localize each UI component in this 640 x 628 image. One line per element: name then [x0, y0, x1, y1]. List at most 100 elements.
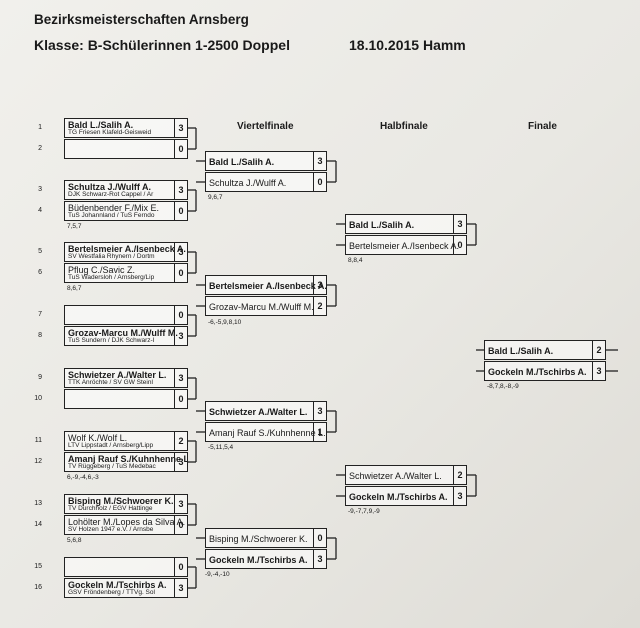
r1-entry-16-score: 3: [174, 579, 187, 597]
date-place: 18.10.2015 Hamm: [349, 37, 466, 53]
seed-number: 1: [38, 124, 42, 131]
r1-entry-11: Wolf K./Wolf L.LTV Lippstadt / Arnsberg/…: [64, 431, 188, 451]
r1-entry-15-score: 0: [174, 558, 187, 576]
qf-entry-1-name: Bald L./Salih A.: [209, 156, 275, 167]
round-header-semifinal: Halbfinale: [380, 121, 428, 132]
r1-entry-2-score: 0: [174, 140, 187, 158]
seed-number: 7: [38, 311, 42, 318]
r1-entry-6-name: Pflug C./Savic Z.: [68, 265, 136, 275]
r1-entry-11-club: LTV Lippstadt / Arnsberg/Lipp: [68, 442, 154, 449]
final-entry-2-name: Gockeln M./Tschirbs A.: [488, 366, 587, 377]
sf-entry-2-name: Bertelsmeier A./Isenbeck A.: [349, 240, 460, 251]
r1-result: 5,6,8: [67, 537, 82, 544]
sf-entry-4-score: 3: [453, 487, 466, 505]
seed-number: 2: [38, 145, 42, 152]
qf-entry-2-name: Schultza J./Wulff A.: [209, 177, 287, 188]
r1-entry-10-score: 0: [174, 390, 187, 408]
r1-entry-14-club: SV Holzen 1947 e.V. / Arnsbe: [68, 526, 154, 533]
r1-entry-3-name: Schultza J./Wulff A.: [68, 182, 152, 192]
r1-entry-6: Pflug C./Savic Z.TuS Wadersloh / Arnsber…: [64, 263, 188, 283]
r1-entry-2: 0: [64, 139, 188, 159]
r1-entry-13-club: TV Durchholz / EGV Hattinge: [68, 505, 153, 512]
final-entry-2: Gockeln M./Tschirbs A. 3: [484, 361, 606, 381]
round-header-quarterfinal: Viertelfinale: [237, 121, 294, 132]
r1-entry-11-score: 2: [174, 432, 187, 450]
r1-entry-14-score: 0: [174, 516, 187, 534]
qf-result: -9,-4,-10: [205, 571, 230, 578]
sf-entry-3: Schwietzer A./Walter L. 2: [345, 465, 467, 485]
seed-number: 12: [34, 458, 42, 465]
final-entry-1-name: Bald L./Salih A.: [488, 345, 554, 356]
qf-entry-7-name: Bisping M./Schwoerer K.: [209, 533, 308, 544]
r1-entry-1-score: 3: [174, 119, 187, 137]
final-entry-1-score: 2: [592, 341, 605, 359]
qf-result: -6,-5,9,8,10: [208, 319, 242, 326]
r1-entry-16: Gockeln M./Tschirbs A.GSV Fröndenberg / …: [64, 578, 188, 598]
r1-entry-15: 0: [64, 557, 188, 577]
sf-entry-3-score: 2: [453, 466, 466, 484]
r1-entry-11-name: Wolf K./Wolf L.: [68, 433, 128, 443]
r1-entry-1-name: Bald L./Salih A.: [68, 120, 134, 130]
r1-entry-5-club: SV Westfalia Rhynern / Dortm: [68, 253, 155, 260]
r1-entry-3-score: 3: [174, 181, 187, 199]
r1-entry-4: Büdenbender F./Mix E.TuS Johannland / Tu…: [64, 201, 188, 221]
qf-entry-6-score: 1: [313, 423, 326, 441]
r1-entry-6-club: TuS Wadersloh / Arnsberg/Lip: [68, 274, 155, 281]
r1-entry-13: Bisping M./Schwoerer K.TV Durchholz / EG…: [64, 494, 188, 514]
qf-entry-3-score: 3: [313, 276, 326, 294]
final-entry-2-score: 3: [592, 362, 605, 380]
qf-entry-8-score: 3: [313, 550, 326, 568]
r1-entry-5-score: 3: [174, 243, 187, 261]
qf-entry-5-score: 3: [313, 402, 326, 420]
r1-result: 6,-9,-4,6,-3: [67, 474, 99, 481]
class-line: Klasse: B-Schülerinnen 1-2500 Doppel: [34, 37, 290, 53]
seed-number: 10: [34, 395, 42, 402]
qf-entry-7-score: 0: [313, 529, 326, 547]
qf-entry-4: Grozav-Marcu M./Wulff M.2: [205, 296, 327, 316]
r1-entry-12-club: TV Rüggeberg / TuS Medebac: [68, 463, 156, 470]
r1-entry-8-name: Grozav-Marcu M./Wulff M.: [68, 328, 178, 338]
qf-entry-4-name: Grozav-Marcu M./Wulff M.: [209, 301, 314, 312]
r1-entry-12-score: 3: [174, 453, 187, 471]
qf-result: -5,11,5,4: [208, 444, 234, 451]
sf-entry-1: Bald L./Salih A.3: [345, 214, 467, 234]
r1-entry-13-score: 3: [174, 495, 187, 513]
seed-number: 4: [38, 207, 42, 214]
qf-entry-8-name: Gockeln M./Tschirbs A.: [209, 554, 308, 565]
r1-entry-4-name: Büdenbender F./Mix E.: [68, 203, 160, 213]
r1-entry-9-club: TTK Anröchte / SV GW Steinl: [68, 379, 153, 386]
sf-entry-4-name: Gockeln M./Tschirbs A.: [349, 491, 448, 502]
round-header-final: Finale: [528, 121, 557, 132]
seed-number: 8: [38, 332, 42, 339]
qf-entry-3-name: Bertelsmeier A./Isenbeck A.: [209, 280, 327, 291]
r1-entry-14: Lohölter M./Lopes da Silva A.SV Holzen 1…: [64, 515, 188, 535]
seed-number: 15: [34, 563, 42, 570]
r1-entry-16-name: Gockeln M./Tschirbs A.: [68, 580, 167, 590]
r1-entry-7-score: 0: [174, 306, 187, 324]
r1-entry-13-name: Bisping M./Schwoerer K.: [68, 496, 174, 506]
event-title: Bezirksmeisterschaften Arnsberg: [34, 12, 249, 27]
seed-number: 9: [38, 374, 42, 381]
r1-entry-8-score: 3: [174, 327, 187, 345]
r1-entry-9: Schwietzer A./Walter L.TTK Anröchte / SV…: [64, 368, 188, 388]
qf-entry-8: Gockeln M./Tschirbs A. 3: [205, 549, 327, 569]
r1-entry-7: 0: [64, 305, 188, 325]
r1-entry-10: 0: [64, 389, 188, 409]
sf-entry-2-score: 0: [453, 236, 466, 254]
r1-entry-3: Schultza J./Wulff A.DJK Schwarz-Rot Capp…: [64, 180, 188, 200]
sf-entry-3-name: Schwietzer A./Walter L.: [349, 470, 442, 481]
r1-entry-5-name: Bertelsmeier A./Isenbeck A.: [68, 244, 186, 254]
qf-entry-3: Bertelsmeier A./Isenbeck A.3: [205, 275, 327, 295]
r1-entry-3-club: DJK Schwarz-Rot Cappel / Ar: [68, 191, 154, 198]
sf-entry-4: Gockeln M./Tschirbs A. 3: [345, 486, 467, 506]
final-result: -8,7,8,-8,-9: [487, 383, 519, 390]
final-entry-1: Bald L./Salih A. 2: [484, 340, 606, 360]
qf-entry-4-score: 2: [313, 297, 326, 315]
seed-number: 11: [34, 437, 42, 444]
qf-entry-1: Bald L./Salih A.3: [205, 151, 327, 171]
r1-entry-16-club: GSV Fröndenberg / TTVg. Sol: [68, 589, 155, 596]
qf-entry-5: Schwietzer A./Walter L.3: [205, 401, 327, 421]
r1-entry-14-name: Lohölter M./Lopes da Silva A.: [68, 517, 186, 527]
sf-entry-1-name: Bald L./Salih A.: [349, 219, 415, 230]
